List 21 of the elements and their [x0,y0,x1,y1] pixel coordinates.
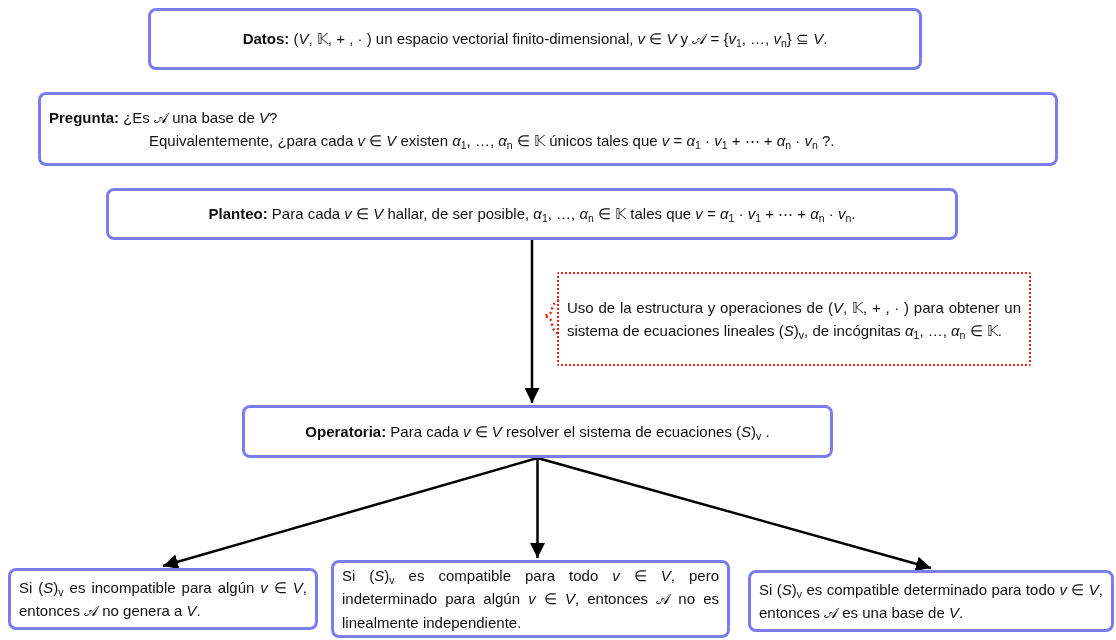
process-box [106,188,958,240]
note-box [557,272,1031,366]
box-text: Datos: (V, 𝕂, + , · ) un espacio vectorial finito-dimensional, v ∈ V y 𝒜 = {v$_{1}$, …, v$_{n}$} ⊆ V. [242,29,828,51]
process-box [38,92,1058,166]
box-text: Planteo: Para cada v ∈ V hallar, de ser posible, α$_{1}$, …, α$_{n}$ ∈ 𝕂 tales que v = α$_{1}$ · v$_{1}$ + ⋯ + α$_{n}$ · v$_{n}$. [208,204,856,226]
box-text: Si (S)$_{v}$ es compatible para todo v ∈ V, pero indeterminado para algún v ∈ V, entonces 𝒜 no es linealmente independiente. [342,566,719,633]
process-box [748,570,1114,632]
process-box [8,568,318,630]
box-text: Operatoria: Para cada v ∈ V resolver el sistema de ecuaciones (S)$_{v}$ . [305,421,770,444]
arrow [537,456,932,572]
arrow [530,458,545,558]
arrow [524,240,540,403]
arrow [162,456,538,570]
process-box [242,405,833,458]
box-text: Equivalentemente, ¿para cada v ∈ V existen α$_{1}$, …, α$_{n}$ ∈ 𝕂 únicos tales que v = α$_{1}$ · v$_{1}$ + ⋯ + α$_{n}$ · v$_{n}$ ?. [148,131,836,153]
box-text: Pregunta: ¿Es 𝒜 una base de V? [49,107,279,128]
box-text: Si (S)$_{v}$ es incompatible para algún v ∈ V, entonces 𝒜 no genera a V. [19,577,307,621]
process-box [148,8,922,70]
box-text: Uso de la estructura y operaciones de (V, 𝕂, + , · ) para obtener un sistema de ecuaciones lineales (S)$_{v}$, de incógnitas α$_{1}$, …, α$_{n}$ ∈ 𝕂. [567,297,1021,343]
process-box [331,560,730,638]
box-text: Si (S)$_{v}$ es compatible determinado para todo v ∈ V, entonces 𝒜 es una base de V. [759,579,1103,623]
